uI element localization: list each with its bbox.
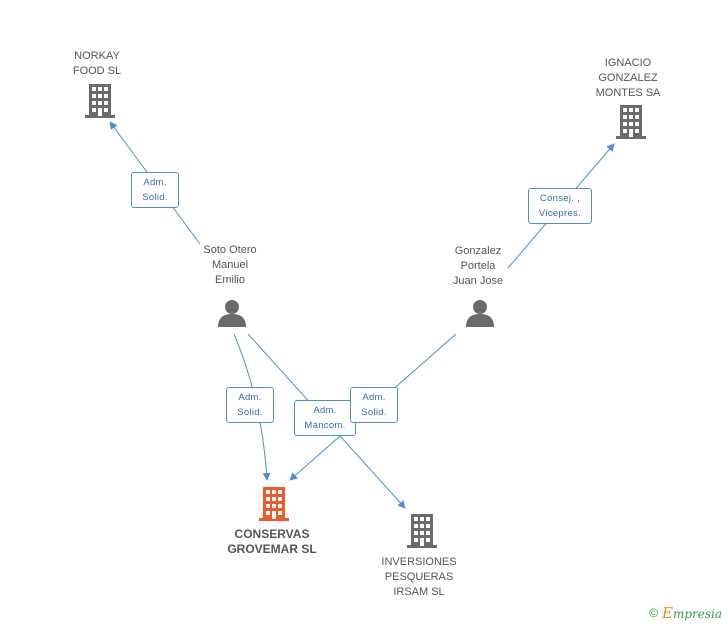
edges — [109, 121, 615, 509]
edge-label-soto-conservas: Adm. Solid. — [226, 387, 274, 423]
node-gonzalez-label[interactable]: Gonzalez Portela Juan Jose — [452, 245, 504, 287]
empresia-logo: Empresia — [661, 604, 722, 622]
edge-label-soto-norkay: Adm. Solid. — [131, 172, 179, 208]
node-conservas-label[interactable]: CONSERVAS GROVEMAR SL — [227, 527, 317, 556]
edge-label-gonzalez-conservas: Adm. Solid. — [350, 387, 398, 423]
norkay-building-icon — [85, 84, 115, 118]
conservas-building-icon — [259, 487, 289, 521]
empresia-watermark: © Empresia — [649, 604, 722, 622]
copyright-icon: © — [649, 606, 658, 620]
node-inversiones-label[interactable]: INVERSIONES PESQUERAS IRSAM SL — [381, 556, 457, 598]
node-norkay-label[interactable]: NORKAY FOOD SL — [72, 50, 122, 77]
gonzalez-person-icon — [466, 300, 494, 327]
node-soto-label[interactable]: Soto Otero Manuel Emilio — [203, 244, 257, 286]
soto-person-icon — [218, 300, 246, 327]
node-ignacio-label[interactable]: IGNACIO GONZALEZ MONTES SA — [595, 57, 661, 99]
ignacio-building-icon — [616, 105, 646, 139]
edge-label-soto-inversiones: Adm. Mancom. — [294, 400, 356, 436]
inversiones-building-icon — [407, 514, 437, 548]
edge-label-gonzalez-ignacio: Consej. , Vicepres. — [528, 188, 592, 224]
